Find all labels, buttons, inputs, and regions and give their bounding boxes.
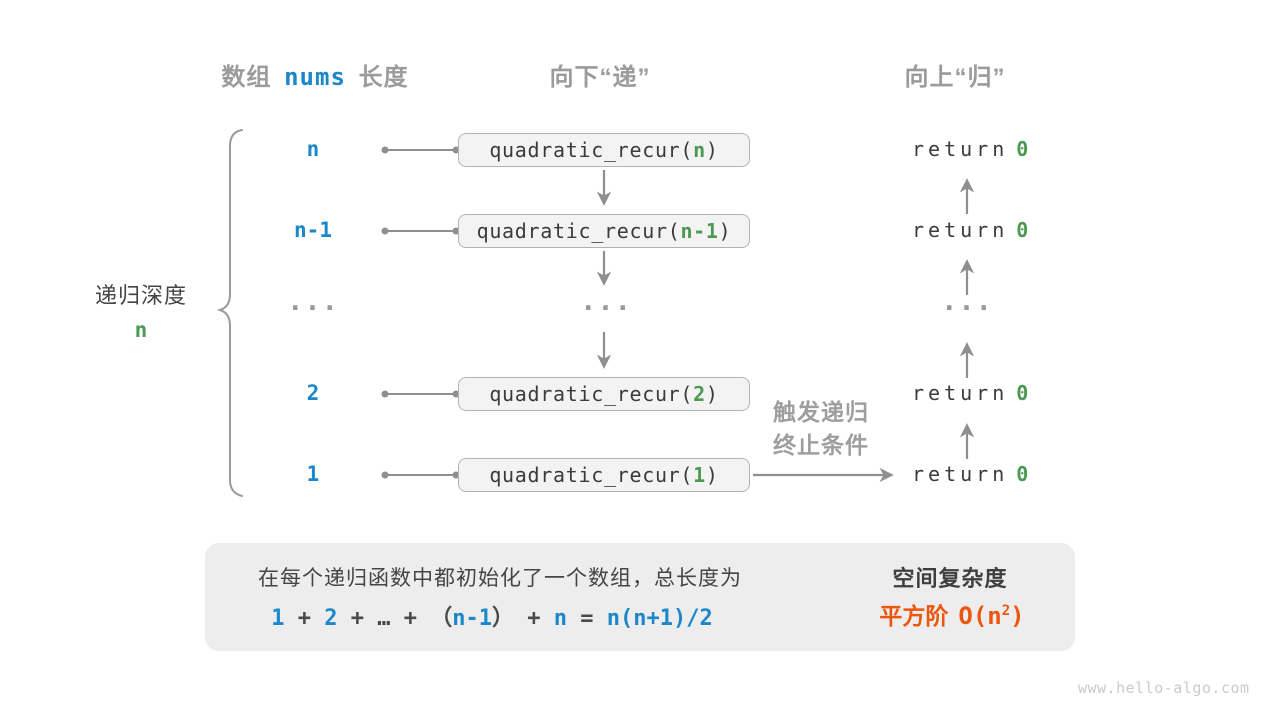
return-value: 0: [1016, 381, 1033, 405]
return-keyword: return: [912, 218, 1009, 242]
return-keyword: return: [912, 462, 1009, 486]
complexity-order-label: 平方阶: [879, 603, 949, 629]
return-value: 0: [1016, 218, 1033, 242]
summary-formula: 1 + 2 + … + （n-1） + n = n(n+1)/2: [271, 600, 712, 632]
header-array-length: 数组 nums 长度: [221, 57, 408, 92]
ellipsis-right: ···: [941, 293, 993, 324]
big-o-pre: O(n: [958, 602, 1002, 630]
return-keyword: return: [912, 137, 1009, 161]
call-box: quadratic_recur(2): [458, 377, 750, 411]
call-box: quadratic_recur(n-1): [458, 214, 750, 248]
formula-term: n: [553, 606, 567, 631]
formula-term: 2: [324, 606, 338, 631]
return-statement: return 0: [912, 381, 1032, 405]
ellipsis-left: ···: [287, 293, 339, 324]
formula-op: ） +: [492, 606, 554, 631]
call-close: ): [705, 138, 719, 162]
call-close: ): [705, 382, 719, 406]
return-statement: return 0: [912, 137, 1032, 161]
return-statement: return 0: [912, 218, 1032, 242]
call-text: quadratic_recur(: [489, 382, 694, 406]
summary-box: [205, 543, 1075, 651]
big-o-post: ): [1010, 602, 1025, 630]
header-array-post: 长度: [358, 64, 409, 91]
formula-term: 1: [271, 606, 285, 631]
recursion-depth-brace: [216, 129, 243, 497]
return-value: 0: [1016, 137, 1033, 161]
big-o-notation: O(n2): [958, 602, 1024, 630]
array-size-label: 1: [306, 462, 320, 486]
recursion-depth-label: 递归深度: [94, 283, 188, 308]
connector-dots: [381, 146, 460, 479]
array-size-label: n: [306, 137, 320, 161]
formula-op: =: [567, 606, 607, 631]
trigger-note-line2: 终止条件: [773, 432, 869, 458]
call-text: quadratic_recur(: [489, 138, 694, 162]
call-arg: 2: [693, 382, 706, 406]
call-arg: 1: [693, 463, 706, 487]
header-array-pre: 数组: [221, 64, 272, 91]
recursion-depth-value: n: [134, 318, 148, 342]
call-arg: n: [693, 138, 706, 162]
space-complexity-value: 平方阶 O(n2): [879, 597, 1024, 631]
array-size-label: 2: [306, 381, 320, 405]
summary-description: 在每个递归函数中都初始化了一个数组，总长度为: [258, 567, 742, 590]
array-size-label: n-1: [294, 218, 332, 242]
call-close: ): [718, 219, 732, 243]
header-array-nums: nums: [284, 63, 346, 91]
watermark: www.hello-algo.com: [1078, 679, 1250, 697]
formula-result: n(n+1)/2: [606, 606, 713, 631]
ellipsis-middle: ···: [580, 293, 632, 324]
call-box: quadratic_recur(n): [458, 133, 750, 167]
call-box: quadratic_recur(1): [458, 458, 750, 492]
return-keyword: return: [912, 381, 1009, 405]
header-down-recur: 向下“递”: [549, 64, 651, 91]
header-up-return: 向上“归”: [904, 64, 1006, 91]
call-close: ): [705, 463, 719, 487]
space-complexity-title: 空间复杂度: [892, 566, 1008, 591]
big-o-exponent: 2: [1001, 603, 1011, 619]
return-value: 0: [1016, 462, 1033, 486]
return-statement: return 0: [912, 462, 1032, 486]
formula-op: +: [284, 606, 325, 631]
formula-op: + … + （: [337, 606, 453, 631]
call-arg: n-1: [680, 219, 719, 243]
formula-term: n-1: [452, 606, 492, 631]
call-text: quadratic_recur(: [476, 219, 681, 243]
connector-lines: [385, 149, 456, 476]
trigger-note-line1: 触发递归: [773, 399, 869, 425]
call-text: quadratic_recur(: [489, 463, 694, 487]
